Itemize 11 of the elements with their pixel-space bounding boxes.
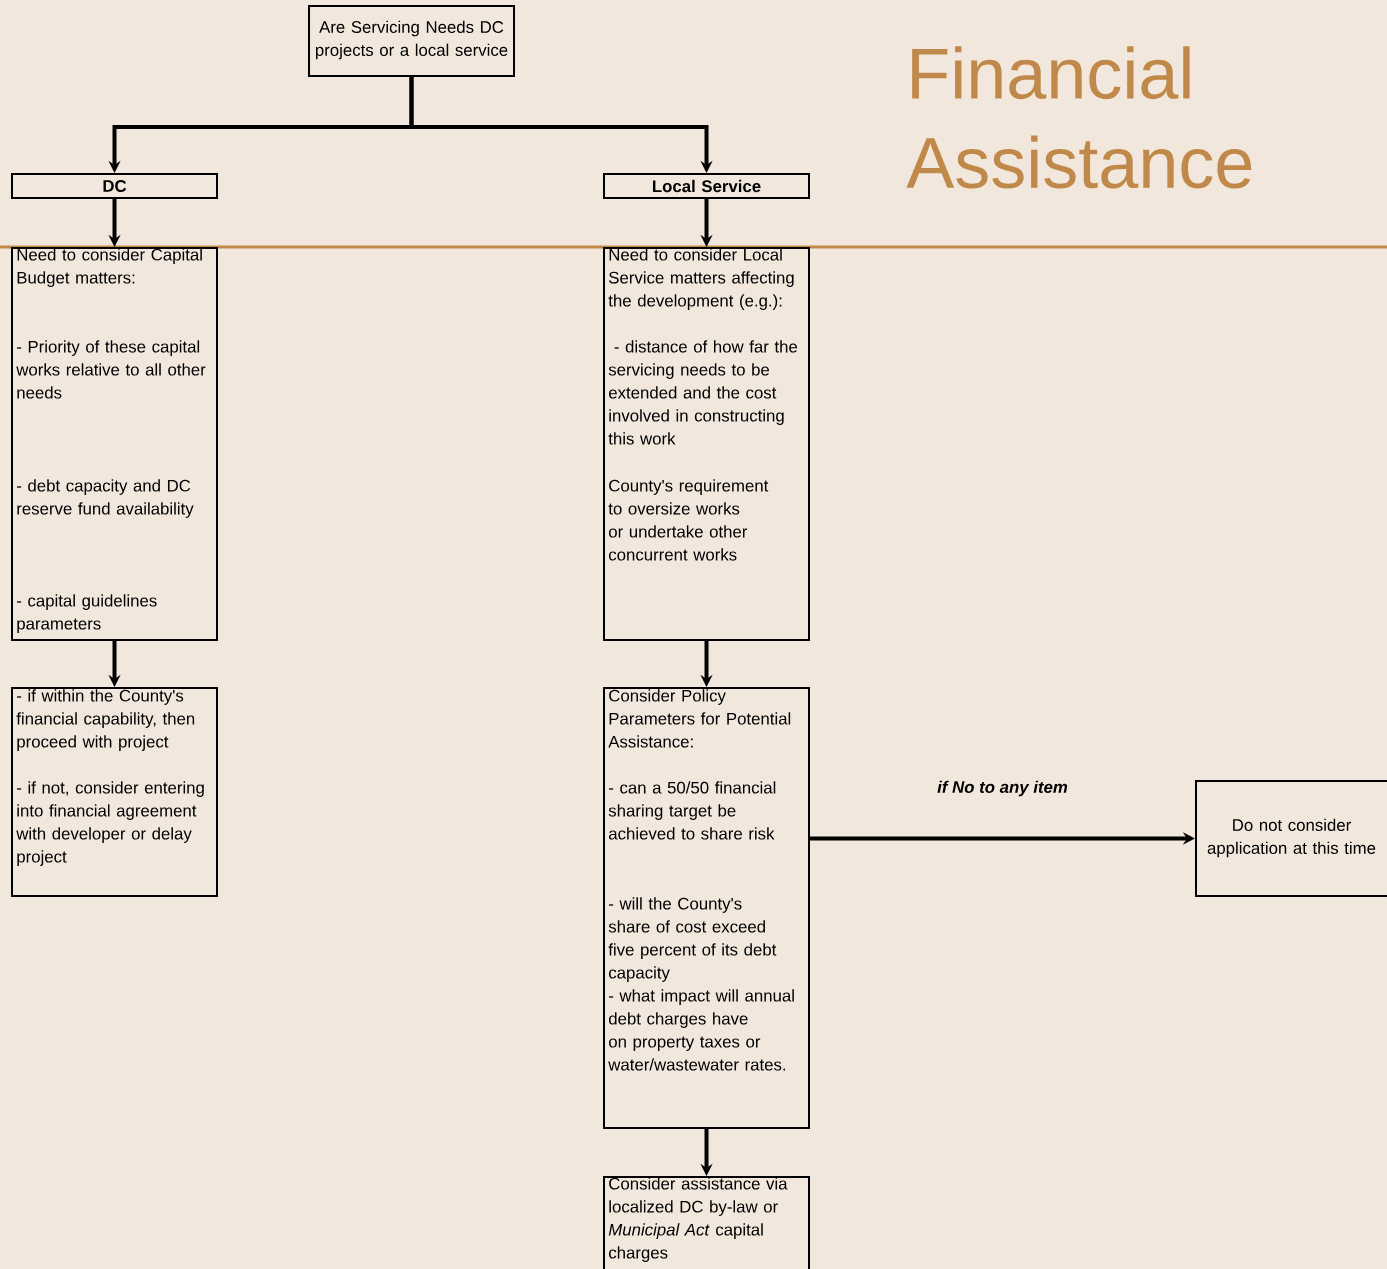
text-box: Local Service — [603, 173, 810, 199]
text-box: Do not consider application at this time — [1195, 780, 1387, 897]
text-box: Need to consider Capital Budget matters: - Priority of these capital works relative to all other needs - debt capacity and DC reserve fund availability - capital guidelines parameters — [11, 247, 218, 641]
text-box: Consider Policy Parameters for Potential Assistance: - can a 50/50 financial sharing target be achieved to share risk - will the County's share of cost exceed five percent of its debt capacity - what impact will annual debt charges have on property taxes or water/wastewater rates. — [603, 687, 810, 1129]
text-box: Need to consider Local Service matters affecting the development (e.g.): - distance of how far the servicing needs to be extended and the cost involved in constructing this work County's requirement to oversize works or undertake other concurrent works — [603, 247, 810, 641]
title: Financial Assistance — [906, 46, 1252, 189]
edge-label: if No to any item — [937, 780, 1068, 797]
text-box: Consider assistance via localized DC by-law or Municipal Act capital charges — [603, 1176, 810, 1269]
text-box: Are Servicing Needs DC projects or a local service — [308, 5, 515, 77]
text-box: - if within the County's financial capability, then proceed with project - if not, consider entering into financial agreement with developer or delay project — [11, 687, 218, 897]
text-box: DC — [11, 173, 218, 199]
